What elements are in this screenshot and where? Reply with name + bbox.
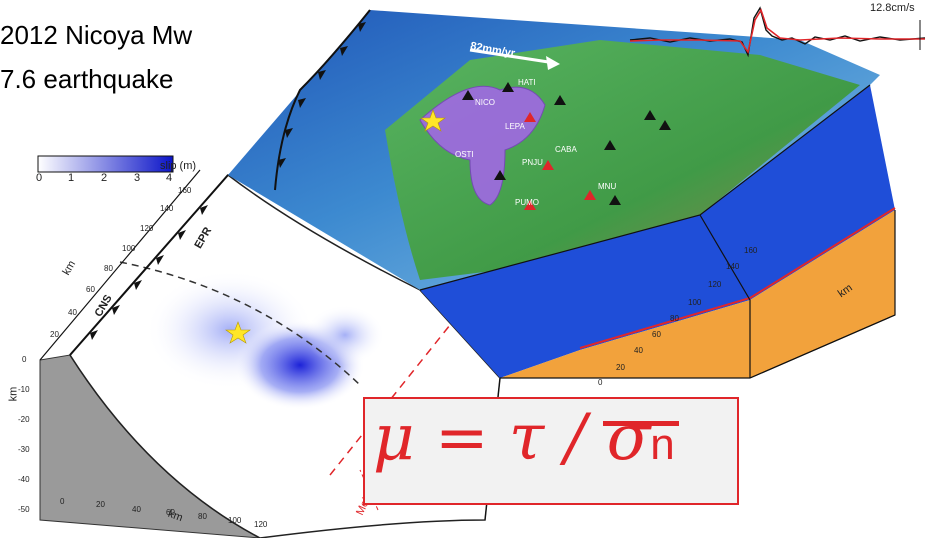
right-axis-tick: 0 [598, 378, 603, 387]
slip-colorbar [37, 155, 174, 173]
colorbar-tick-3: 3 [134, 172, 141, 184]
depth-tick: -10 [18, 385, 30, 394]
right-axis-tick: 60 [652, 330, 661, 339]
left-axis-tick: 120 [140, 224, 154, 233]
epicenter-star-fault [225, 321, 251, 344]
right-axis-tick: 120 [708, 280, 722, 289]
bottom-axis-tick: 60 [166, 508, 175, 517]
friction-equation: μ = τ / σn [373, 401, 675, 475]
equation-subscript: n [650, 420, 675, 469]
left-axis-tick: 20 [50, 330, 59, 339]
moho-line [329, 299, 471, 476]
station-label: NICO [475, 98, 495, 107]
station-label: HATI [518, 78, 536, 87]
right-axis-tick: 80 [670, 314, 679, 323]
right-axis-tick: 160 [744, 246, 758, 255]
waveform-amplitude-label: 12.8cm/s [870, 2, 915, 14]
rupture-area [419, 85, 546, 206]
station-label: CABA [555, 145, 577, 154]
colorbar-tick-4: 4 [166, 172, 173, 184]
station-label: OSTI [455, 150, 474, 159]
bottom-axis-tick: 20 [96, 500, 105, 509]
bottom-axis-tick: 100 [228, 516, 242, 525]
station-markers [462, 82, 671, 210]
left-axis-tick: 40 [68, 308, 77, 317]
depth-tick: -20 [18, 415, 30, 424]
left-axis-tick: 100 [122, 244, 136, 253]
waveform [629, 6, 926, 58]
left-axis-tick: 80 [104, 264, 113, 273]
right-axis-tick: 40 [634, 346, 643, 355]
station-label: MNU [598, 182, 617, 191]
station-label: LEPA [505, 122, 525, 131]
depth-tick: -40 [18, 475, 30, 484]
block-side-blue [420, 215, 750, 378]
coastline-projection [119, 261, 361, 386]
block-side-orange [500, 300, 750, 378]
moho-interface [579, 207, 896, 349]
left-axis-tick: 60 [86, 285, 95, 294]
trench-teeth [90, 205, 208, 340]
equation-text: μ = τ / σ [373, 401, 651, 475]
left-axis-tick: 160 [178, 186, 192, 195]
colorbar-tick-2: 2 [101, 172, 108, 184]
colorbar-label: slip (m) [160, 160, 197, 172]
bottom-axis-tick: 40 [132, 505, 141, 514]
epicenter-star-map [420, 109, 446, 132]
block-front-blue [700, 85, 895, 300]
depth-tick: -50 [18, 505, 30, 514]
title-line-2: 7.6 earthquake [0, 64, 174, 94]
bottom-axis-tick: 120 [254, 520, 268, 529]
station-label: PNJU [522, 158, 543, 167]
depth-tick: -30 [18, 445, 30, 454]
friction-equation-box: μ = τ / σn [363, 397, 739, 505]
bottom-axis-tick: 0 [60, 497, 65, 506]
colorbar-tick-1: 1 [68, 172, 75, 184]
left-axis-tick: 140 [160, 204, 174, 213]
plate-velocity-arrow [469, 48, 556, 65]
depth-tick: 0 [22, 355, 27, 364]
map-trench [274, 9, 371, 191]
right-axis-tick: 140 [726, 262, 740, 271]
block-front-orange [750, 210, 895, 378]
bottom-axis-tick: 80 [198, 512, 207, 521]
title-line-1: 2012 Nicoya Mw [0, 20, 193, 50]
colorbar-tick-0: 0 [36, 172, 43, 184]
trench-line [69, 174, 229, 356]
right-axis-tick: 100 [688, 298, 702, 307]
overline [603, 421, 679, 426]
right-axis-tick: 20 [616, 363, 625, 372]
station-label: PUMO [515, 198, 539, 207]
